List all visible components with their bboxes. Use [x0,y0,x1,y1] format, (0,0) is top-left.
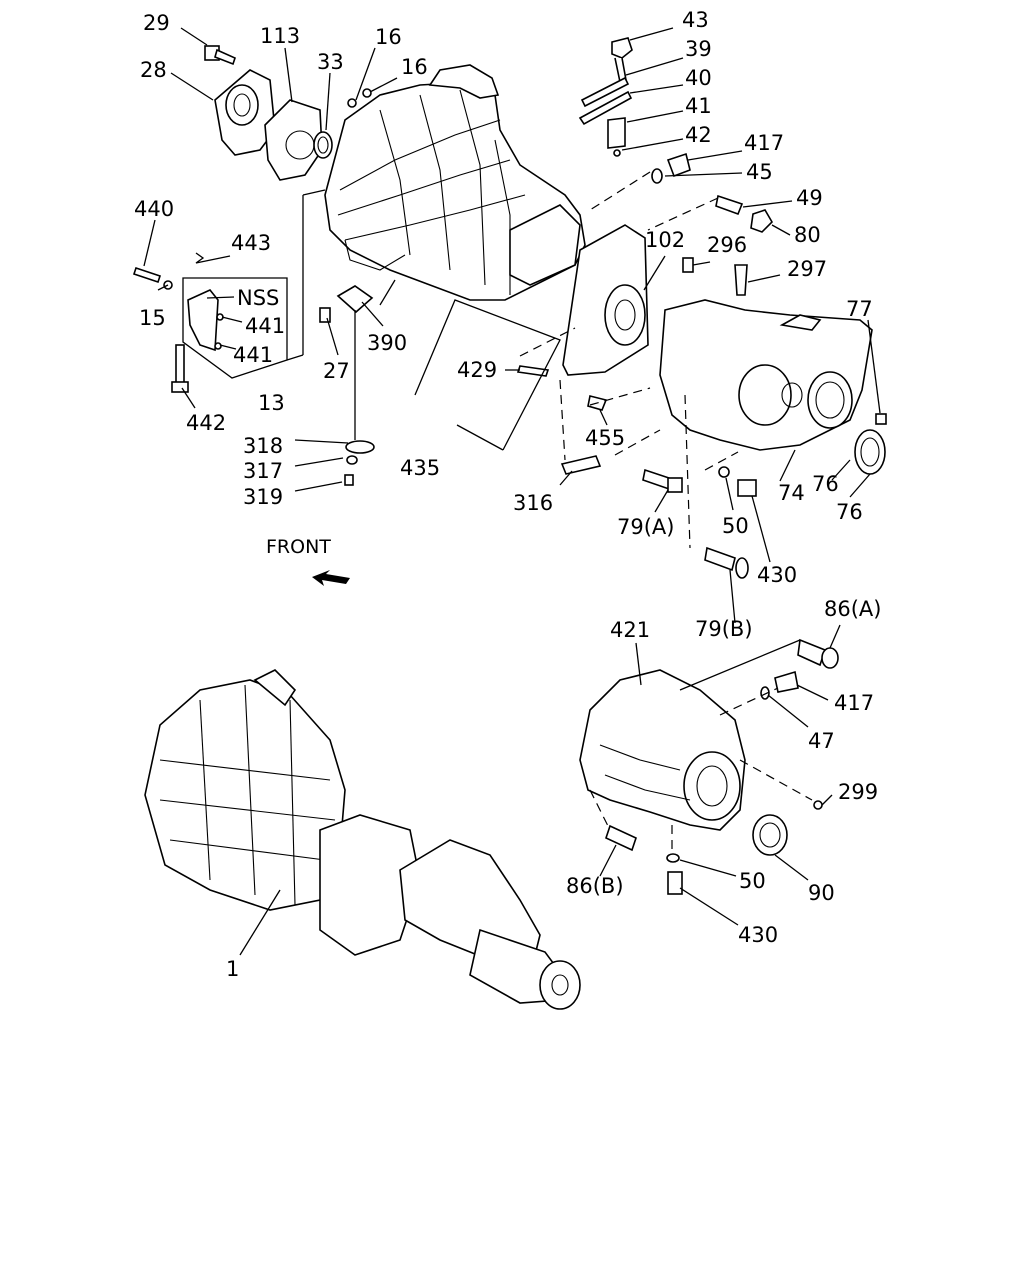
part-label-13: 13 [258,391,285,415]
part-label-297: 297 [787,257,827,281]
oil-seal-33 [313,131,333,159]
gasket-390 [336,285,374,314]
part-labels: 29 28 113 33 16 16 440 443 15 NSS 441 44… [134,8,881,981]
part-label-16: 16 [401,55,428,79]
part-label-33: 33 [317,50,344,74]
part-label-79b: 79(B) [695,617,753,641]
part-label-50: 50 [739,869,766,893]
part-label-443: 443 [231,231,271,255]
part-label-15: 15 [139,306,166,330]
part-label-49: 49 [796,186,823,210]
leader-lines [143,27,881,956]
bolt-29 [204,45,236,66]
front-arrow-icon [312,570,350,586]
bracket-group-13 [132,252,288,393]
part-label-296: 296 [707,233,747,257]
part-label-nss: NSS [237,286,279,310]
part-label-1: 1 [226,957,239,981]
stud-49-nut-80 [715,194,774,233]
part-label-90: 90 [808,881,835,905]
part-label-76: 76 [836,500,863,524]
bolts-79-50-430 [642,466,757,579]
part-label-390: 390 [367,331,407,355]
part-label-442: 442 [186,411,226,435]
part-label-455: 455 [585,426,625,450]
part-label-417: 417 [744,131,784,155]
front-label: FRONT [266,536,331,558]
bolt-27 [319,307,331,323]
part-label-79a: 79(A) [617,515,674,539]
part-label-318: 318 [243,434,283,458]
pin-296-breather-297 [682,257,748,296]
part-label-299: 299 [838,780,878,804]
dowel-pins-16 [347,88,372,108]
part-label-441: 441 [233,343,273,367]
part-label-316: 316 [513,491,553,515]
part-label-45: 45 [746,160,773,184]
part-label-47: 47 [808,729,835,753]
part-label-28: 28 [140,58,167,82]
parts-317-318-319 [344,440,375,486]
part-label-86b: 86(B) [566,874,624,898]
part-label-41: 41 [685,94,712,118]
part-label-80: 80 [794,223,821,247]
shift-parts-stack [578,37,691,184]
plug-299 [813,800,823,810]
part-label-86a: 86(A) [824,597,881,621]
part-label-50: 50 [722,514,749,538]
part-label-421: 421 [610,618,650,642]
transmission-case [324,64,586,301]
transfer-housing-74 [659,299,873,451]
oil-seal-76 [854,429,886,475]
part-label-430: 430 [738,923,778,947]
part-label-43: 43 [682,8,709,32]
part-label-319: 319 [243,485,283,509]
part-label-27: 27 [323,359,350,383]
part-label-16: 16 [375,25,402,49]
part-label-42: 42 [685,123,712,147]
part-label-440: 440 [134,197,174,221]
plug-77 [875,413,887,425]
adapter-plate-102 [562,224,649,376]
part-label-435: 435 [400,456,440,480]
part-label-77: 77 [846,297,873,321]
part-label-29: 29 [143,11,170,35]
bolt-86b-parts-50-430 [605,824,683,895]
assembled-transmission [144,669,581,1010]
part-label-76: 76 [812,472,839,496]
rear-housing-421 [579,669,746,831]
part-label-40: 40 [685,66,712,90]
part-label-102: 102 [645,228,685,252]
part-label-113: 113 [260,24,300,48]
gasket-113 [264,99,323,181]
part-label-429: 429 [457,358,497,382]
part-label-317: 317 [243,459,283,483]
seal-90 [752,814,788,856]
part-label-417: 417 [834,691,874,715]
part-label-430: 430 [757,563,797,587]
part-label-39: 39 [685,37,712,61]
bolt-86a-plug-417 [760,638,839,700]
part-label-441: 441 [245,314,285,338]
pad-316 [560,455,602,475]
part-label-74: 74 [778,481,805,505]
